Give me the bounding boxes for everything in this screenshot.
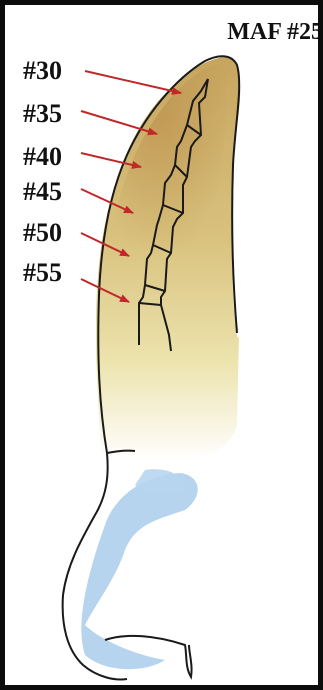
size-labels: #30 #35 #40 #45 #50 #55 [23, 56, 62, 287]
size-label-30: #30 [23, 56, 62, 85]
size-label-55: #55 [23, 258, 62, 287]
title-maf: MAF #25 [227, 19, 323, 45]
size-label-50: #50 [23, 218, 62, 247]
arrow-30 [85, 71, 181, 93]
size-label-45: #45 [23, 177, 62, 206]
size-label-40: #40 [23, 142, 62, 171]
size-label-35: #35 [23, 99, 62, 128]
crown-shading [81, 473, 197, 669]
tooth-diagram: MAF #25 #30 #35 #40 #45 #50 #55 [5, 5, 323, 690]
